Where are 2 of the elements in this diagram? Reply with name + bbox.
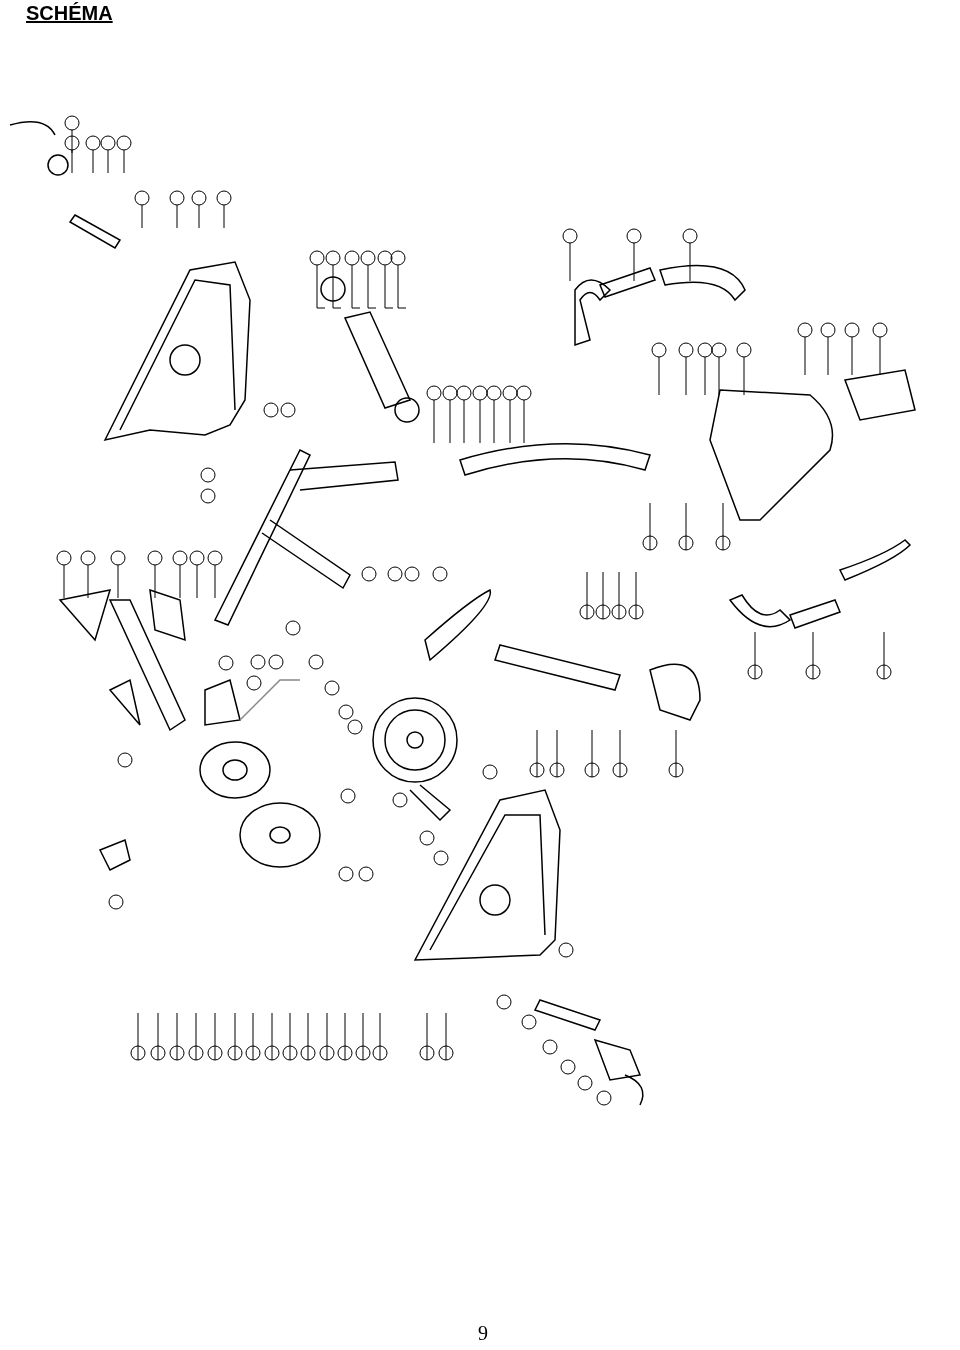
page-number: 9 xyxy=(478,1322,488,1345)
page-title: SCHÉMA xyxy=(26,2,113,25)
